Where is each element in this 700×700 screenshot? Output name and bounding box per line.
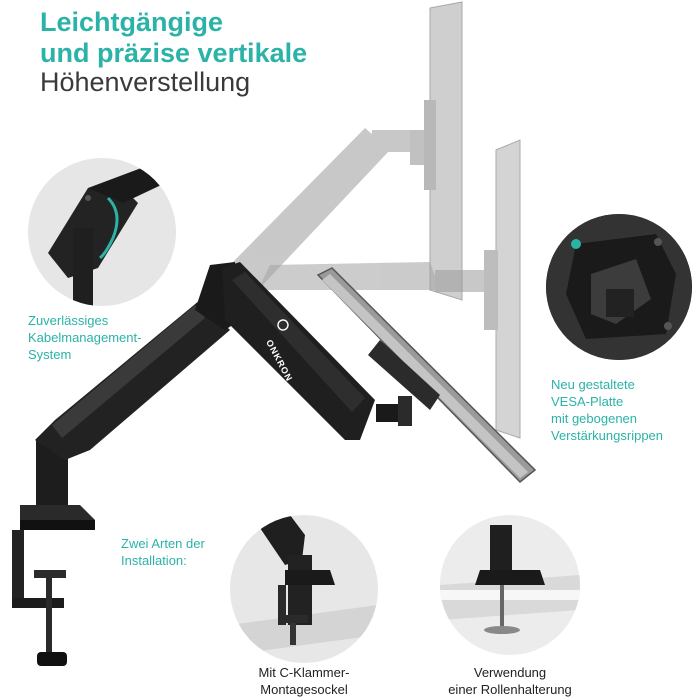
ghost-arm-middle [258,262,485,292]
grommet-install-circle [440,515,580,655]
vesa-caption-line: VESA-Platte [551,394,624,409]
vesa-hole-icon [571,239,581,249]
vesa-caption-line: mit gebogenen [551,411,638,426]
vesa-caption-line: Neu gestaltete [551,377,635,392]
clamp-caption-line: Mit C-Klammer- [258,665,350,680]
grommet-caption-line: einer Rollenhalterung [448,682,572,697]
install-caption-line: Installation: [121,553,187,568]
ghost-monitor-right [484,139,521,439]
clamp-caption-line: Montagesockel [260,682,348,697]
clamp-install-circle [230,515,378,663]
vesa-detail-circle [546,214,692,360]
cable-caption: Zuverlässiges Kabelmanagement- System [28,312,141,363]
main-arm [20,262,412,530]
onkron-logo [277,319,289,331]
install-caption-line: Zwei Arten der [121,536,205,551]
cable-caption-line: System [28,347,72,362]
cable-caption-line: Zuverlässiges [28,313,109,328]
headline-line-2: und präzise vertikale [40,38,308,68]
grommet-caption: Verwendung einer Rollenhalterung [425,664,595,698]
clamp-caption: Mit C-Klammer- Montagesockel [230,664,378,698]
grommet-caption-line: Verwendung [473,665,547,680]
vesa-caption: Neu gestaltete VESA-Platte mit gebogenen… [551,376,663,444]
ghost-monitor-upper [424,1,463,301]
cable-caption-line: Kabelmanagement- [28,330,142,345]
headline-line-1: Leichtgängige [40,7,224,37]
headline-line-3: Höhenverstellung [40,67,251,97]
cable-detail-circle [28,158,176,306]
vesa-caption-line: Verstärkungsrippen [551,428,664,443]
c-clamp [12,530,67,666]
install-caption: Zwei Arten der Installation: [121,535,205,569]
cable-icon [98,196,119,260]
tilted-monitor [316,267,537,484]
